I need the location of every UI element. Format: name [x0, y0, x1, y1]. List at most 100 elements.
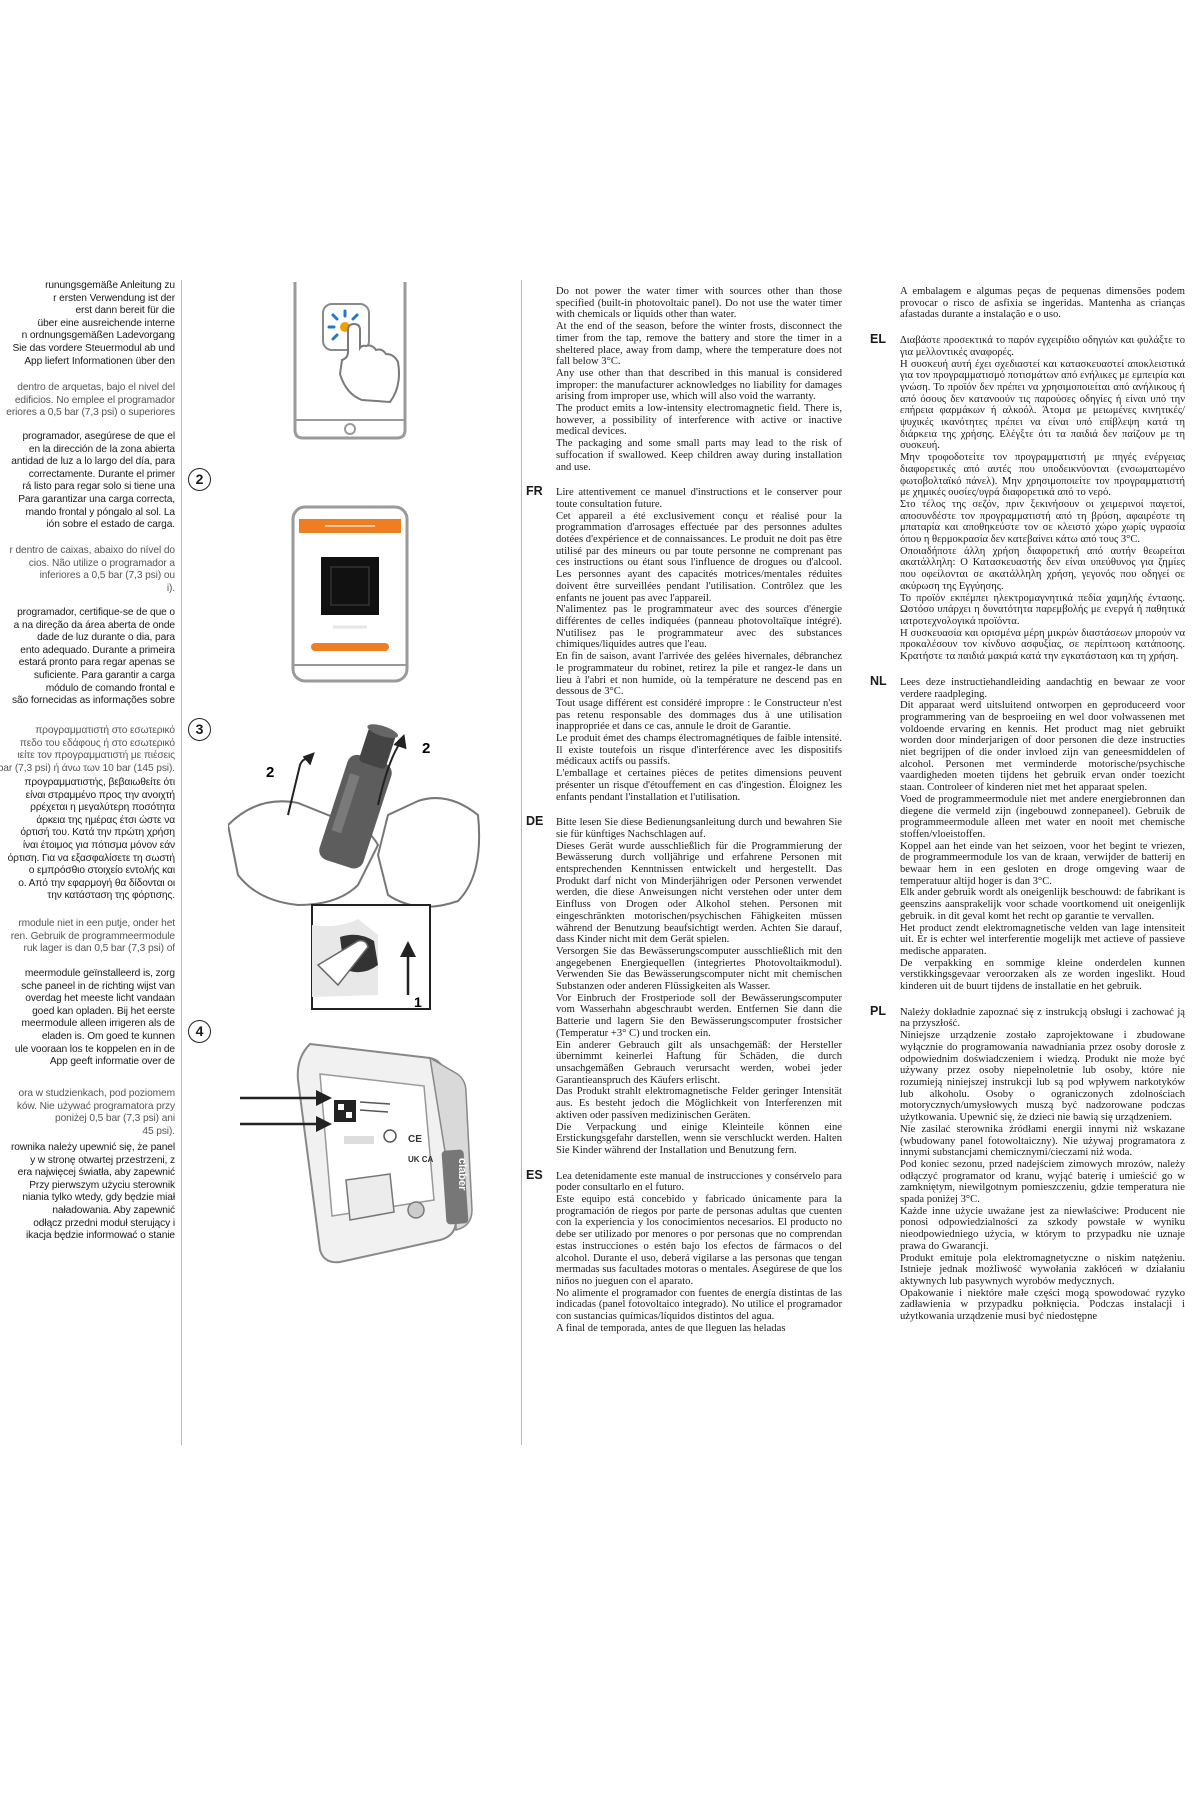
paragraph: Στο τέλος της σεζόν, πριν ξεκινήσουν οι …: [900, 498, 1185, 546]
qr-scan-area: [321, 557, 379, 615]
paragraph: The product emits a low-intensity electr…: [556, 403, 842, 438]
text-line: App geeft informatie over de: [49, 1056, 175, 1068]
paragraph: A final de temporada, antes de que llegu…: [556, 1322, 786, 1334]
section-el: EL Διαβάστε προσεκτικά το παρόν εγχειρίδ…: [870, 333, 1185, 663]
paragraph: Nie zasilać sterownika źródłami energii …: [900, 1123, 1185, 1159]
text-line: άρκεια της ημέρας έτσι ώστε να: [36, 814, 175, 826]
text-line: ιείτε τον προγραμματιστή με πιέσεις: [17, 750, 175, 762]
arrow-right-up-icon: [393, 733, 407, 750]
connector-icon: [407, 1201, 425, 1219]
app-orange-button: [311, 643, 389, 651]
paragraph: Należy dokładnie zapoznać się z instrukc…: [900, 1006, 1185, 1030]
device-label-illustration: claber CE UK CA: [240, 1042, 473, 1264]
text-line: rá listo para regar solo si tiene una: [22, 481, 175, 493]
lang-code-de: DE: [526, 814, 544, 829]
text-line: Para garantizar una carga correcta,: [18, 493, 175, 505]
paragraph: Die Verpackung und einige Kleinteile kön…: [556, 1121, 842, 1156]
lang-code-nl: NL: [870, 673, 887, 688]
paragraph: L'emballage et certaines pièces de petit…: [556, 768, 842, 803]
text-line: odłącz przedni moduł sterujący i: [33, 1217, 175, 1229]
text-line: ruk lager is dan 0,5 bar (7,3 psi) of: [23, 943, 175, 955]
paragraph: Η συσκευασία και ορισμένα μέρη μικρών δι…: [900, 627, 1185, 663]
paragraph: Każde inne użycie uważane jest za niewła…: [900, 1205, 1185, 1252]
text-line: App liefert Informationen über den: [24, 355, 175, 367]
section-de: DE Bitte lesen Sie diese Bedienungsanlei…: [526, 815, 842, 1156]
text-column-center: Do not power the water timer with source…: [526, 286, 842, 1348]
paragraph: Pod koniec sezonu, przed nadejściem zimo…: [900, 1158, 1185, 1206]
paragraph: Μην τροφοδοτείτε τον προγραμματιστή με π…: [900, 452, 1185, 499]
text-line: módulo de comando frontal e: [45, 682, 175, 694]
paragraph: En fin de saison, avant l'arrivée des ge…: [556, 651, 842, 698]
paragraph: Het product zendt elektromagnetische vel…: [900, 922, 1185, 957]
text-line: era najwięcej światła, aby zapewnić: [17, 1167, 175, 1179]
paragraph: Tout usage différent est considéré impro…: [556, 697, 842, 733]
text-line: en la dirección de la zona abierta: [28, 443, 175, 455]
text-line: 45 psi).: [142, 1125, 175, 1137]
paragraph: Το προϊόν εκπέμπει ηλεκτρομαγνητικά πεδί…: [900, 592, 1185, 627]
text-line: niania tylko wtedy, gdy będzie miał: [22, 1192, 175, 1204]
text-line: meermodule geïnstalleerd is, zorg: [24, 968, 175, 979]
text-line: são fornecidas as informações sobre: [12, 695, 175, 707]
text-line: όρτισή του. Κατά την πρώτη χρήση: [20, 827, 175, 839]
text-line: estará pronto para regar apenas se: [18, 657, 175, 669]
section-pl: PL Należy dokładnie zapoznać się z instr…: [870, 1005, 1185, 1323]
text-line: είναι στραμμένο προς την ανοιχτή: [25, 789, 175, 801]
right-hand-icon: [376, 797, 481, 908]
text-line: goed kan opladen. Bij het eerste: [32, 1005, 175, 1017]
text-column-right: A embalagem e algumas peças de pequenas …: [870, 286, 1185, 1337]
text-line: inferiores a 0,5 bar (7,3 psi) ou: [39, 570, 175, 582]
step-2-circle: 2: [188, 468, 211, 491]
text-line: προγραμματιστή στο εσωτερικό: [35, 725, 175, 736]
arrow-label-left: 2: [266, 764, 274, 781]
paragraph: Opakowanie i niektóre małe części mogą s…: [900, 1287, 1185, 1323]
text-line: n ordnungsgemäßen Ladevorgang: [21, 330, 175, 342]
text-line: την κατάσταση της φόρτισης.: [47, 890, 175, 902]
fold-line-middle: [521, 280, 522, 1445]
paragraph: No alimente el programador con fuentes d…: [556, 1287, 842, 1323]
text-line: ora w studzienkach, pod poziomem: [18, 1088, 176, 1099]
paragraph: Dit apparaat werd uitsluitend ontworpen …: [900, 700, 1185, 794]
paragraph: A embalagem e algumas peças de pequenas …: [900, 286, 1185, 321]
text-line: meermodule alleen irrigeren als de: [21, 1018, 175, 1030]
paragraph: Le produit émet des champs électromagnét…: [556, 733, 842, 768]
section-en: Do not power the water timer with source…: [556, 286, 842, 473]
paragraph: Ein anderer Gebrauch gilt als unsachgemä…: [556, 1039, 842, 1086]
text-line: όρτιση. Για να εξασφαλίσετε τη σωστή: [7, 852, 175, 864]
paragraph: Cet appareil a été exclusivement conçu e…: [556, 510, 842, 604]
text-line: sche paneel in de richting wijst van: [21, 980, 175, 992]
paragraph: Dieses Gerät wurde ausschließlich für di…: [556, 840, 842, 946]
text-line: erst dann bereit für die: [75, 305, 175, 317]
qr-code-icon: [334, 1100, 356, 1122]
paragraph: Niniejsze urządzenie zostało zaprojektow…: [900, 1030, 1185, 1124]
paragraph: Vor Einbruch der Frostperiode soll der B…: [556, 992, 842, 1039]
text-line: ο. Από την εφαρμογή θα δίδονται οι: [18, 877, 175, 889]
paragraph: Η συσκευή αυτή έχει σχεδιαστεί και κατασ…: [900, 358, 1185, 452]
text-line: y w stronę otwartej przestrzeni, z: [30, 1154, 175, 1166]
text-line: πεδο του εδάφους ή στο εσωτερικό: [19, 737, 175, 749]
text-line: poniżej 0,5 bar (7,3 psi) ani: [55, 1113, 175, 1125]
arrow-left-up-icon: [302, 752, 315, 766]
text-line: προγραμματιστής, βεβαιωθείτε ότι: [24, 777, 175, 788]
lang-code-pl: PL: [870, 1003, 886, 1018]
lang-code-fr: FR: [526, 484, 543, 499]
paragraph: Lire attentivement ce manuel d'instructi…: [556, 487, 842, 510]
text-line: runungsgemäße Anleitung zu: [45, 280, 175, 291]
text-line: cios. Não utilize o programador a: [28, 557, 175, 569]
arrow-label-right: 2: [422, 740, 430, 757]
text-line: naładowania. Aby zapewnić: [52, 1204, 175, 1216]
text-line: ento adequado. Durante a primeira: [20, 644, 175, 656]
detach-module-illustration: 2 2 1: [228, 724, 481, 1010]
paragraph: The packaging and some small parts may l…: [556, 438, 842, 473]
fold-line-left: [181, 280, 182, 1445]
section-nl: NL Lees deze instructiehandleiding aanda…: [870, 675, 1185, 993]
ce-mark: CE: [408, 1134, 422, 1145]
text-line: i).: [166, 582, 175, 594]
